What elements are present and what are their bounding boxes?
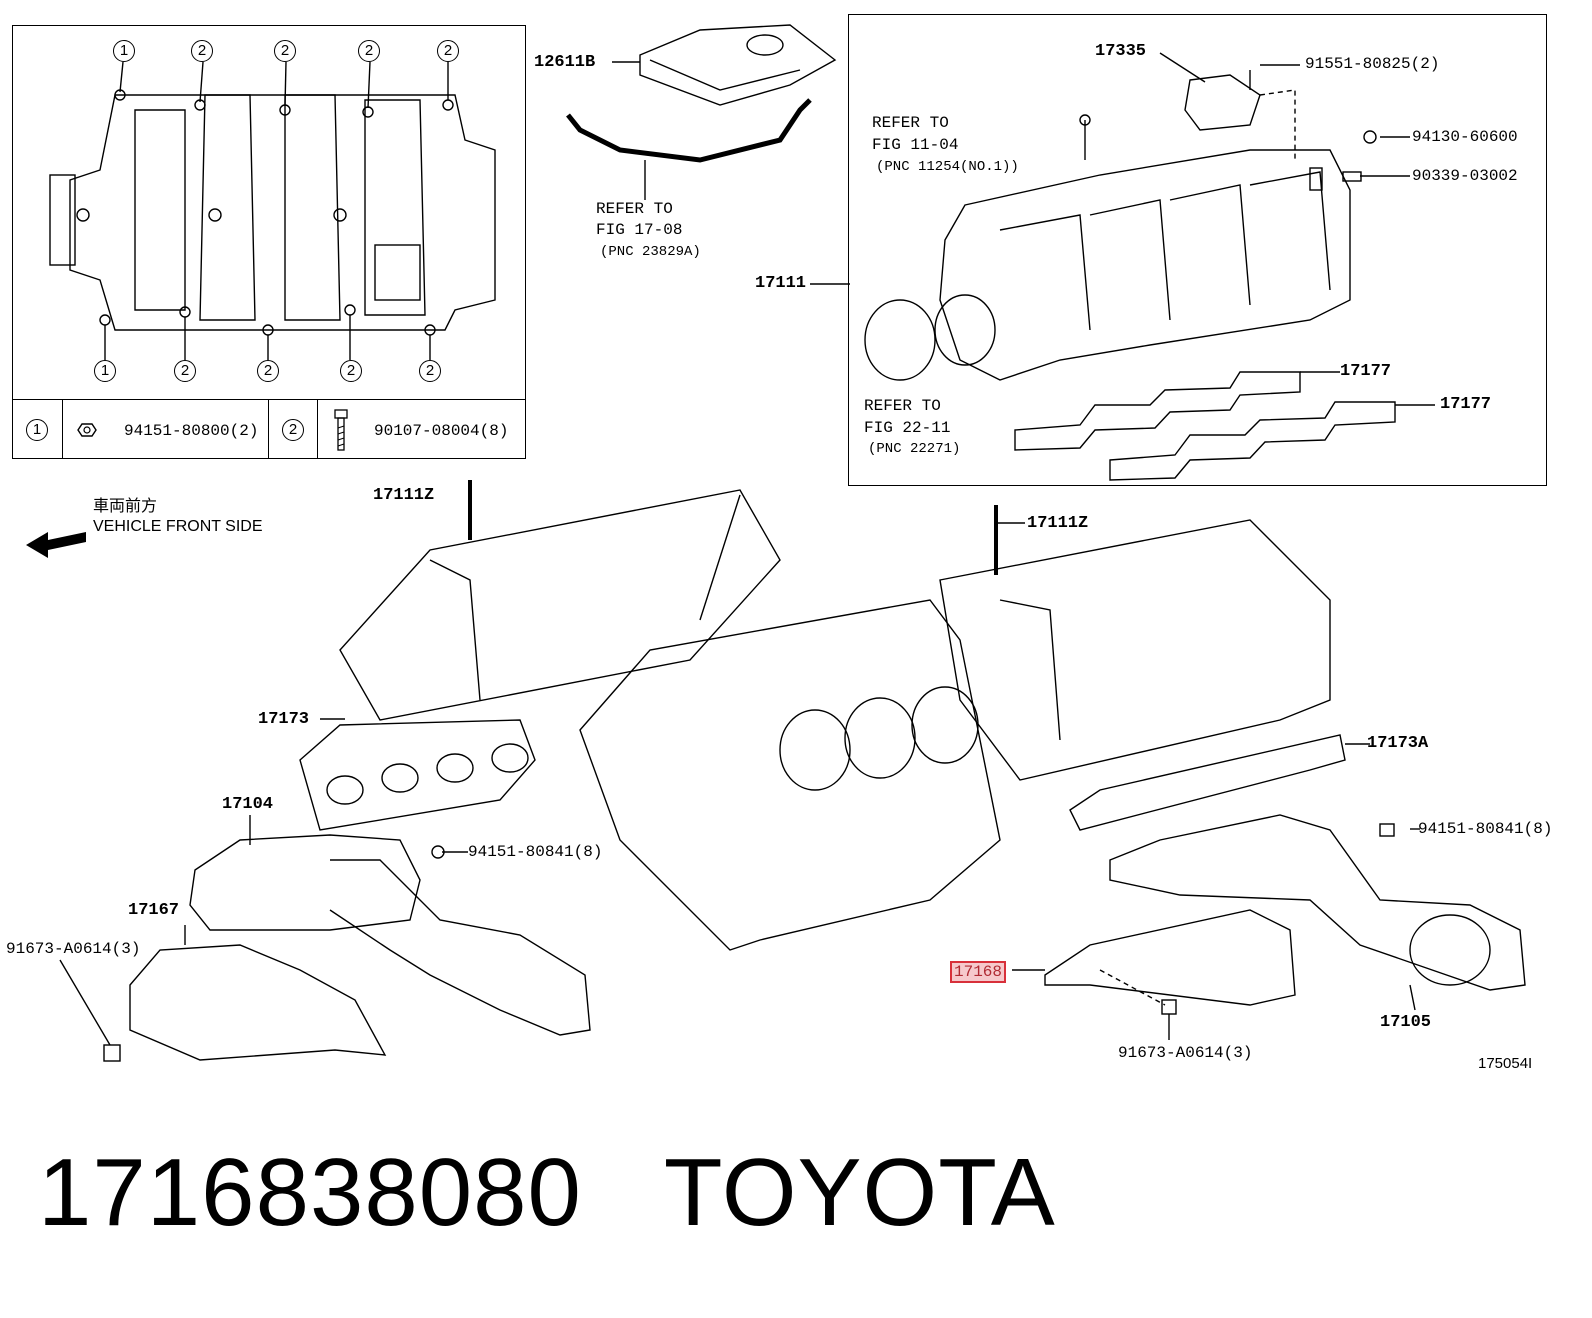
- vehicle-front-arrow: [26, 532, 86, 558]
- cover-and-hose: [566, 24, 837, 200]
- drawing-number: 175054I: [1478, 1055, 1533, 1072]
- inset-legend-row: [12, 399, 526, 459]
- refer-17-08-line1: REFER TO: [596, 200, 673, 218]
- label-17111[interactable]: 17111: [755, 274, 807, 293]
- callout-top-4: 2: [358, 40, 380, 62]
- direction-label-jp: 車両前方: [93, 496, 158, 515]
- label-17111z-right[interactable]: 17111Z: [1027, 514, 1089, 533]
- legend-divider-2: [268, 399, 269, 459]
- refer-22-11-line3: (PNC 22271): [868, 441, 961, 457]
- label-94151-80841-right[interactable]: 94151-80841(8): [1418, 820, 1553, 838]
- label-94130-60600[interactable]: 94130-60600: [1412, 128, 1518, 146]
- label-17105[interactable]: 17105: [1380, 1013, 1432, 1032]
- callout-bottom-3: 2: [257, 360, 279, 382]
- label-17177-upper[interactable]: 17177: [1340, 362, 1392, 381]
- refer-17-08-line3: (PNC 23829A): [600, 244, 701, 260]
- legend-part-2[interactable]: 90107-08004(8): [374, 422, 509, 440]
- label-12611b[interactable]: 12611B: [534, 53, 596, 72]
- legend-key-2: 2: [282, 419, 304, 441]
- refer-11-04-line2: FIG 11-04: [872, 136, 959, 154]
- intake-manifold-top-view: [49, 61, 496, 360]
- caption: 1716838080 TOYOTA: [38, 1138, 1056, 1248]
- callout-top-5: 2: [437, 40, 459, 62]
- legend-key-1: 1: [26, 419, 48, 441]
- callout-top-3: 2: [274, 40, 296, 62]
- legend-part-1[interactable]: 94151-80800(2): [124, 422, 259, 440]
- intake-manifold-iso: [810, 52, 1435, 481]
- engine-block-assembly: [59, 480, 1526, 1062]
- legend-divider-3: [317, 399, 318, 459]
- refer-11-04-line1: REFER TO: [872, 114, 949, 132]
- refer-22-11-line1: REFER TO: [864, 397, 941, 415]
- label-90339-03002[interactable]: 90339-03002: [1412, 167, 1518, 185]
- label-91673-a0614-right[interactable]: 91673-A0614(3): [1118, 1044, 1253, 1062]
- refer-22-11-line2: FIG 22-11: [864, 419, 951, 437]
- callout-top-1: 1: [113, 40, 135, 62]
- label-17177-lower[interactable]: 17177: [1440, 395, 1492, 414]
- label-91673-a0614-left[interactable]: 91673-A0614(3): [6, 940, 141, 958]
- label-17335[interactable]: 17335: [1095, 42, 1147, 61]
- label-91551-80825[interactable]: 91551-80825(2): [1305, 55, 1440, 73]
- inset-intake-manifold-box: [12, 25, 526, 459]
- refer-17-08-line2: FIG 17-08: [596, 221, 683, 239]
- nut-icon: [77, 423, 97, 437]
- label-17104[interactable]: 17104: [222, 795, 274, 814]
- label-17167[interactable]: 17167: [128, 901, 180, 920]
- bolt-icon: [334, 409, 348, 451]
- callout-bottom-1: 1: [94, 360, 116, 382]
- caption-brand: TOYOTA: [663, 1139, 1056, 1246]
- callout-bottom-2: 2: [174, 360, 196, 382]
- caption-part-number: 1716838080: [38, 1139, 582, 1246]
- inset-intake-assembly-box: [848, 14, 1547, 486]
- label-17173a[interactable]: 17173A: [1367, 734, 1429, 753]
- callout-bottom-4: 2: [340, 360, 362, 382]
- callout-top-2: 2: [191, 40, 213, 62]
- callout-bottom-5: 2: [419, 360, 441, 382]
- label-94151-80841-left[interactable]: 94151-80841(8): [468, 843, 603, 861]
- label-17173[interactable]: 17173: [258, 710, 310, 729]
- refer-11-04-line3: (PNC 11254(NO.1)): [876, 159, 1019, 175]
- label-17168-highlighted[interactable]: 17168: [949, 961, 1007, 983]
- label-17111z-left[interactable]: 17111Z: [373, 486, 435, 505]
- direction-label-en: VEHICLE FRONT SIDE: [93, 518, 263, 535]
- legend-divider-1: [62, 399, 63, 459]
